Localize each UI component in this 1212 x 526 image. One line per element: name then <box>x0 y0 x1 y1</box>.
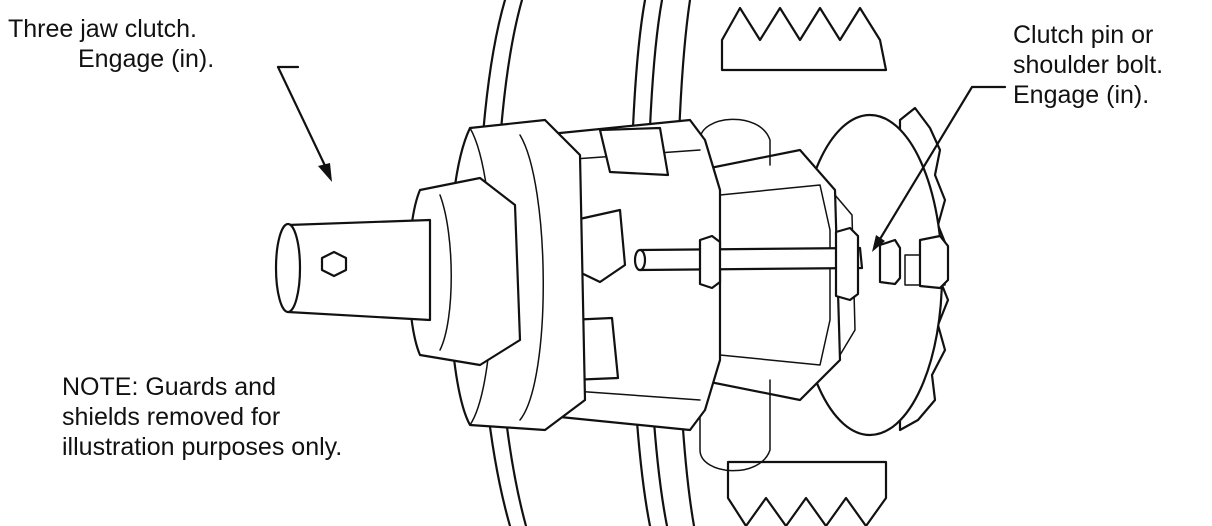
note-line-3: illustration purposes only. <box>62 433 343 461</box>
clutch-callout-line-2: Engage (in). <box>78 45 215 73</box>
lower-sprocket <box>726 460 888 526</box>
pin-callout-line-3: Engage (in). <box>1013 81 1150 109</box>
pin-callout: Clutch pin or shoulder bolt. Engage (in)… <box>1013 20 1163 110</box>
note-line-1: NOTE: Guards and <box>62 373 276 401</box>
leader-arrow-pin <box>872 85 1007 252</box>
pin-callout-line-1: Clutch pin or <box>1013 21 1154 49</box>
note-text: NOTE: Guards and shields removed for ill… <box>62 372 342 462</box>
leader-arrow-clutch <box>276 65 332 182</box>
clutch-pin <box>633 226 950 302</box>
upper-sprocket <box>720 6 888 72</box>
output-shaft <box>274 218 432 322</box>
clutch-callout-line-1: Three jaw clutch. <box>8 15 197 43</box>
clutch-callout: Three jaw clutch. Engage (in). <box>8 14 214 74</box>
note-line-2: shields removed for <box>62 403 281 431</box>
pin-callout-line-2: shoulder bolt. <box>1013 51 1164 79</box>
